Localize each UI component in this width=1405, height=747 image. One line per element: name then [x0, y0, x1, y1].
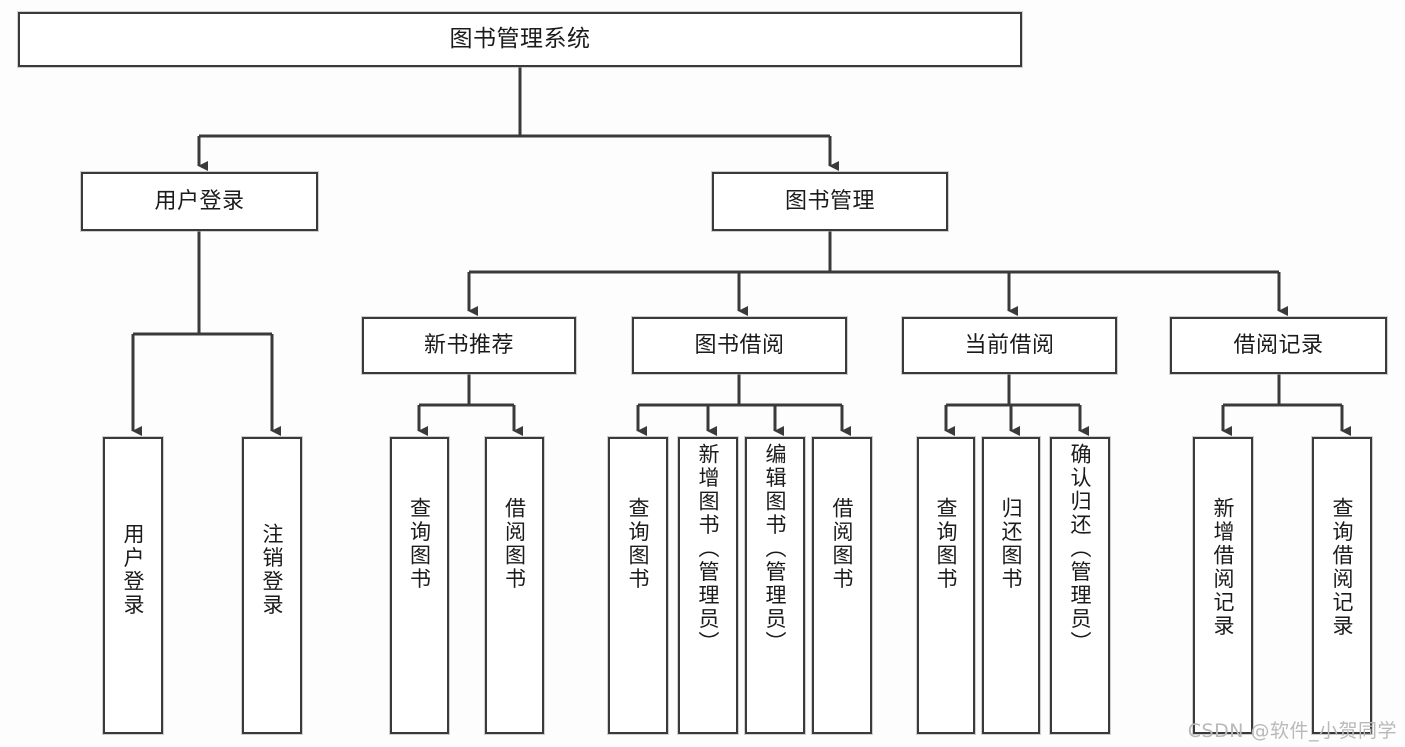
leaf-current-borrow-confirm-return-admin[interactable]: 确认归还（管理员） [1050, 437, 1110, 734]
node-label: 借阅图书 [502, 497, 527, 591]
node-label: 当前借阅 [964, 332, 1055, 358]
node-label: 图书借阅 [694, 332, 785, 358]
node-label: 用户登录 [154, 188, 245, 214]
node-current-borrow[interactable]: 当前借阅 [902, 317, 1117, 374]
node-label: 编辑图书（管理员） [763, 443, 788, 655]
node-label: 查询借阅记录 [1330, 497, 1355, 638]
leaf-new-book-borrow-book[interactable]: 借阅图书 [485, 437, 544, 734]
leaf-user-login-login[interactable]: 用户登录 [103, 437, 163, 734]
leaf-user-login-logout[interactable]: 注销登录 [242, 437, 302, 734]
leaf-new-book-query-book[interactable]: 查询图书 [390, 437, 449, 734]
node-root-library-system[interactable]: 图书管理系统 [18, 12, 1022, 67]
node-label: 借阅图书 [830, 497, 855, 591]
node-new-book-recommend[interactable]: 新书推荐 [362, 317, 576, 374]
node-book-management[interactable]: 图书管理 [712, 172, 948, 231]
leaf-current-borrow-return-book[interactable]: 归还图书 [982, 437, 1040, 734]
node-user-login[interactable]: 用户登录 [81, 172, 318, 231]
node-label: 新增借阅记录 [1211, 497, 1236, 638]
leaf-borrow-record-query-record[interactable]: 查询借阅记录 [1312, 437, 1372, 734]
node-label: 图书管理系统 [449, 25, 591, 52]
node-label: 查询图书 [934, 497, 959, 591]
node-label: 用户登录 [121, 523, 146, 617]
leaf-book-borrow-edit-book-admin[interactable]: 编辑图书（管理员） [745, 437, 805, 734]
node-book-borrow[interactable]: 图书借阅 [632, 317, 847, 374]
node-label: 注销登录 [260, 523, 285, 617]
node-label: 归还图书 [999, 497, 1024, 591]
node-label: 借阅记录 [1233, 332, 1324, 358]
node-label: 图书管理 [784, 188, 875, 214]
csdn-watermark: CSDN @软件_小贺同学 [1187, 720, 1397, 742]
node-label: 查询图书 [626, 497, 651, 591]
leaf-book-borrow-query-book[interactable]: 查询图书 [608, 437, 668, 734]
node-label: 查询图书 [407, 497, 432, 591]
node-label: 新增图书（管理员） [696, 443, 721, 655]
leaf-book-borrow-add-book-admin[interactable]: 新增图书（管理员） [678, 437, 738, 734]
leaf-borrow-record-add-record[interactable]: 新增借阅记录 [1193, 437, 1253, 734]
leaf-current-borrow-query-book[interactable]: 查询图书 [917, 437, 975, 734]
node-label: 新书推荐 [423, 332, 514, 358]
node-borrow-record[interactable]: 借阅记录 [1170, 317, 1387, 374]
node-label: 确认归还（管理员） [1068, 443, 1093, 655]
leaf-book-borrow-borrow-book[interactable]: 借阅图书 [812, 437, 872, 734]
